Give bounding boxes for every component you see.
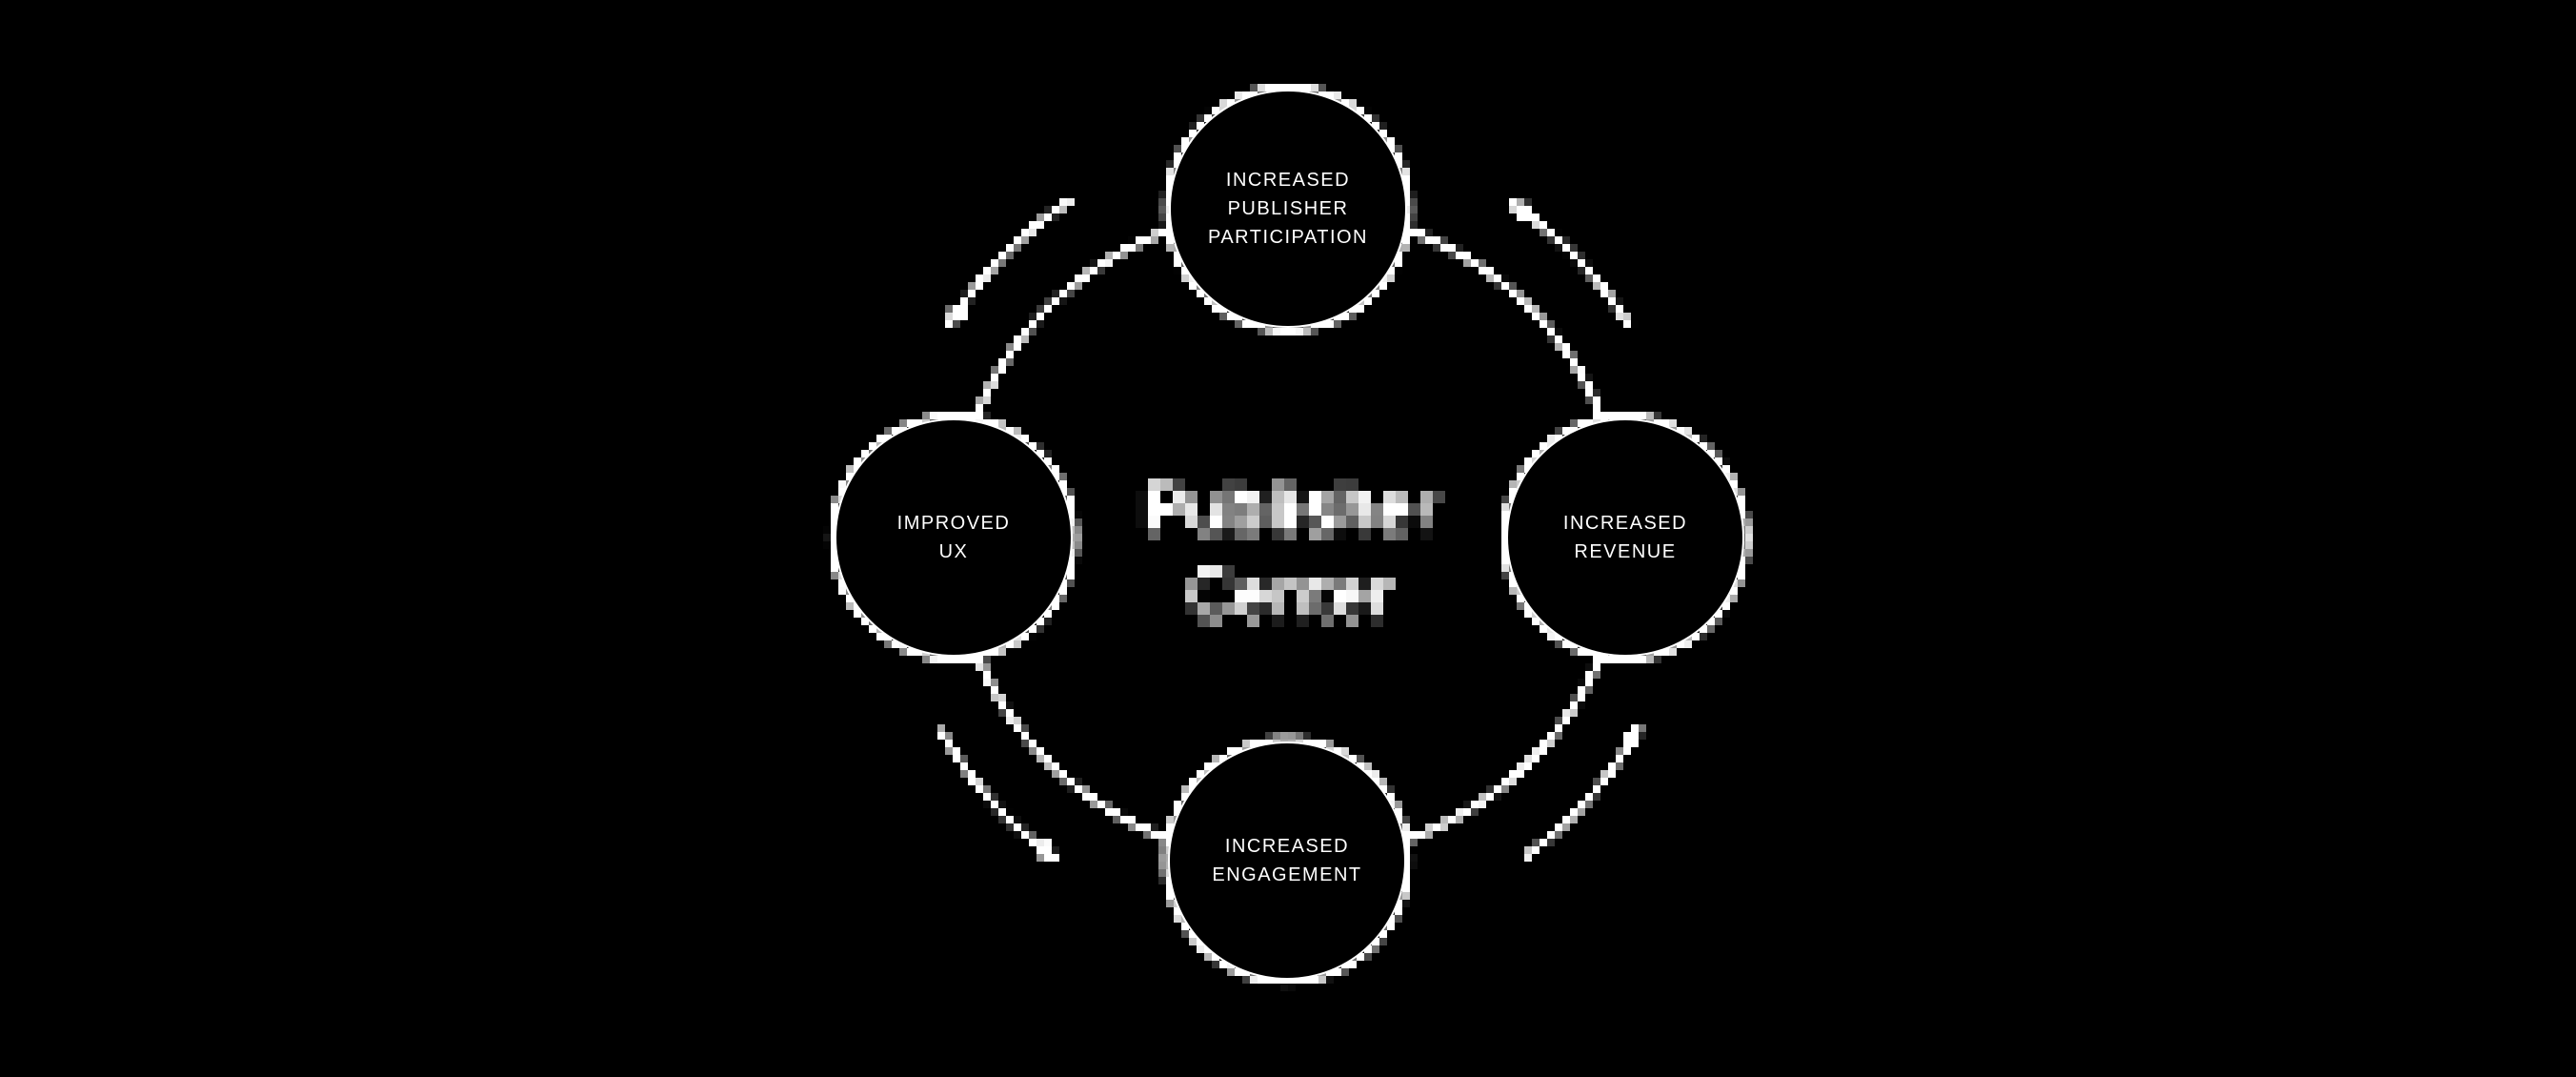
node-label-line: INCREASED xyxy=(1225,170,1351,191)
node-label-line: PARTICIPATION xyxy=(1207,227,1369,248)
node-label-line: REVENUE xyxy=(1574,541,1677,562)
node-increased-revenue: INCREASED REVENUE xyxy=(1506,418,1744,657)
node-label-line: PUBLISHER xyxy=(1227,198,1349,219)
node-label-line: UX xyxy=(938,541,969,562)
node-increased-publisher-participation: INCREASED PUBLISHER PARTICIPATION xyxy=(1169,90,1407,328)
node-increased-engagement: INCREASED ENGAGEMENT xyxy=(1168,742,1406,980)
node-improved-ux: IMPROVED UX xyxy=(835,418,1073,657)
node-label-line: ENGAGEMENT xyxy=(1212,864,1362,885)
node-label-line: INCREASED xyxy=(1562,513,1688,534)
node-label-line: INCREASED xyxy=(1224,836,1350,857)
node-label-line: IMPROVED xyxy=(896,513,1011,534)
